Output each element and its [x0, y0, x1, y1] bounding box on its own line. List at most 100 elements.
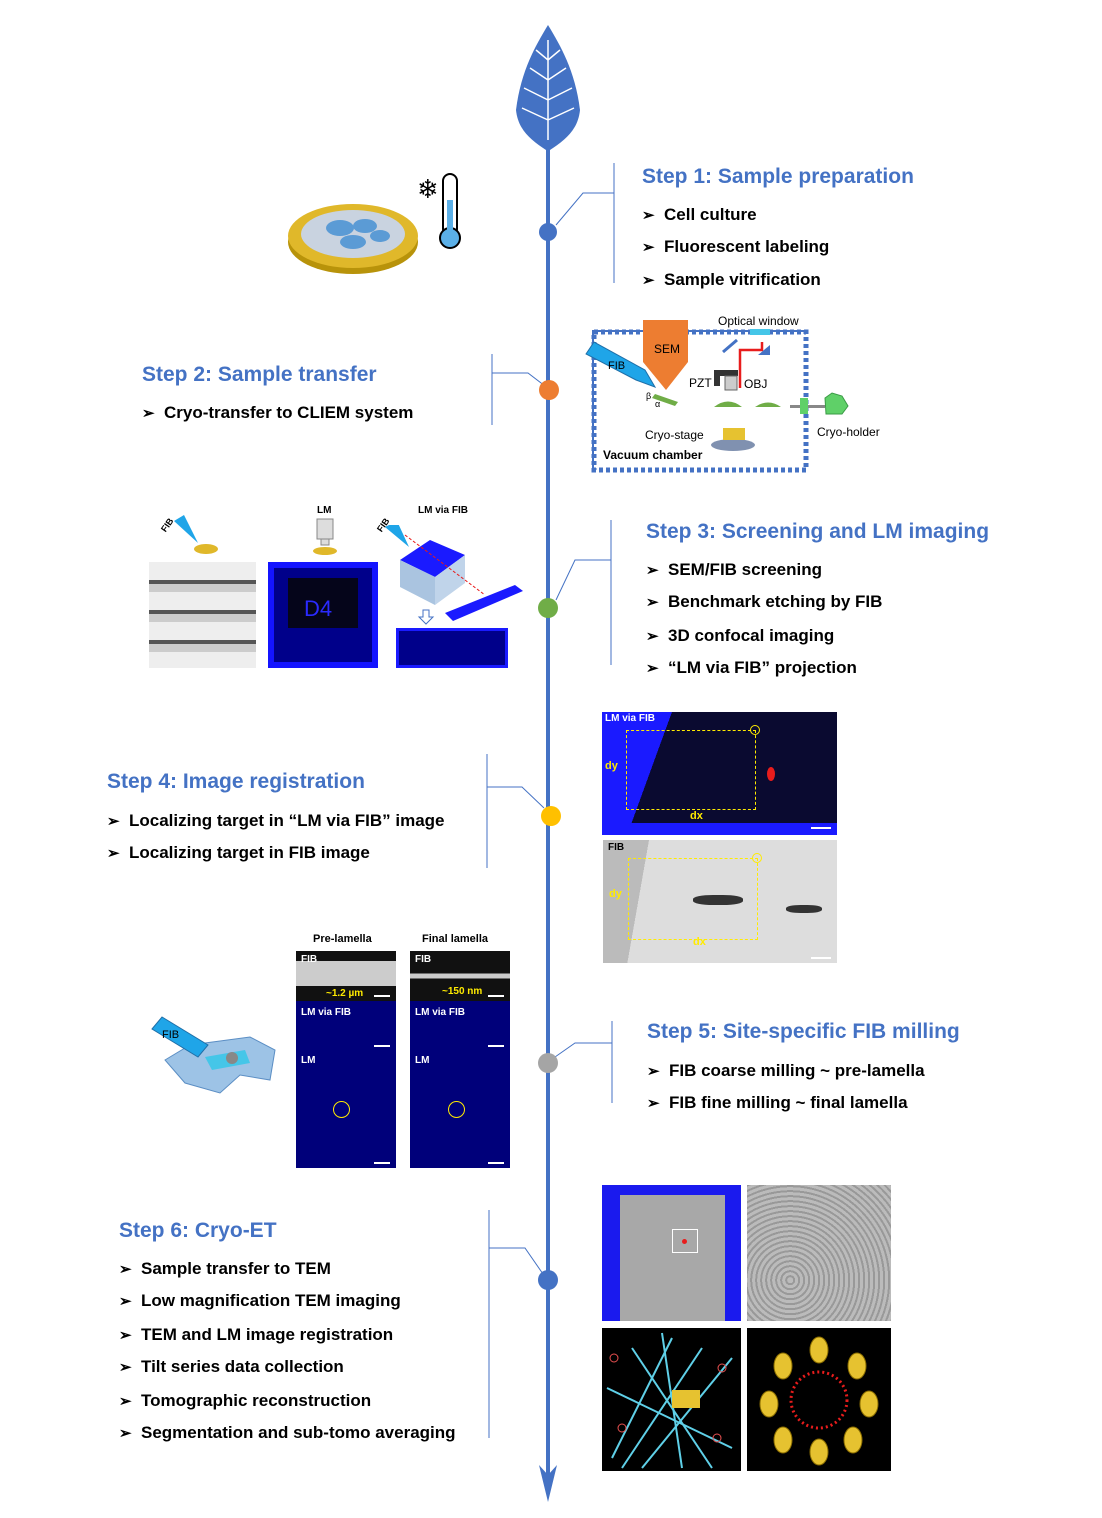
step3-bullet: ➢ SEM/FIB screening [646, 560, 822, 580]
thickness-label: ~150 nm [442, 986, 483, 997]
segmentation-image [602, 1328, 741, 1471]
step3-bullet: ➢ “LM via FIB” projection [646, 658, 857, 678]
step1-bullet: ➢ Cell culture [642, 205, 757, 225]
arrow-bullet-icon: ➢ [119, 1425, 132, 1442]
bullet-text: Low magnification TEM imaging [141, 1291, 401, 1310]
fib-label: FIB [608, 360, 626, 372]
step-brackets [486, 163, 615, 1438]
arrow-bullet-icon: ➢ [107, 845, 120, 862]
node-step5 [538, 1053, 558, 1073]
arrow-bullet-icon: ➢ [642, 239, 655, 256]
step1-bullet: ➢ Sample vitrification [642, 270, 821, 290]
step4-bullet: ➢ Localizing target in FIB image [107, 843, 370, 863]
beta-label: β [646, 391, 652, 401]
bullet-text: Sample vitrification [664, 270, 821, 289]
lm-label: LM [317, 505, 332, 516]
objective-icon [313, 518, 337, 555]
image-label: FIB [608, 842, 625, 853]
node-step4 [541, 806, 561, 826]
alpha-label: α [655, 399, 661, 409]
image-label: LM [415, 1055, 430, 1066]
arrow-bullet-icon: ➢ [647, 1063, 660, 1080]
fib-beam-icon [174, 515, 218, 554]
bullet-text: Cell culture [664, 205, 757, 224]
step3-title: Step 3: Screening and LM imaging [646, 520, 990, 543]
arrow-bullet-icon: ➢ [119, 1359, 132, 1376]
projection-diagram [385, 525, 523, 625]
node-step3 [538, 598, 558, 618]
bullet-text: FIB fine milling ~ final lamella [669, 1093, 908, 1112]
bullet-text: Tomographic reconstruction [141, 1391, 372, 1410]
confocal-grid-image: D4 [268, 562, 378, 668]
image-label: LM via FIB [301, 1007, 352, 1018]
lm-via-fib-label: LM via FIB [418, 505, 469, 516]
step6-title: Step 6: Cryo-ET [119, 1219, 277, 1242]
step6-bullet: ➢Tilt series data collection [119, 1357, 344, 1377]
bullet-text: FIB coarse milling ~ pre-lamella [669, 1061, 925, 1080]
bullet-text: 3D confocal imaging [668, 626, 835, 645]
bullet-text: SEM/FIB screening [668, 560, 822, 579]
arrow-bullet-icon: ➢ [646, 660, 659, 677]
bullet-text: Localizing target in FIB image [129, 843, 370, 862]
bullet-text: “LM via FIB” projection [668, 658, 857, 677]
bullet-text: Segmentation and sub-tomo averaging [141, 1423, 456, 1442]
final-lamella-label: Final lamella [422, 933, 489, 945]
step1-title: Step 1: Sample preparation [642, 165, 914, 188]
node-step6 [538, 1270, 558, 1290]
sem-grid-image [149, 562, 256, 668]
step4-bullet: ➢Localizing target in “LM via FIB” image [107, 811, 445, 831]
step5-bullet: ➢ FIB coarse milling ~ pre-lamella [647, 1061, 925, 1081]
step6-bullet: ➢ Sample transfer to TEM [119, 1259, 331, 1279]
arrow-bullet-icon: ➢ [119, 1293, 132, 1310]
cryo-stage-label: Cryo-stage [645, 428, 704, 442]
node-step2 [539, 380, 559, 400]
tem-low-mag-image [602, 1185, 741, 1321]
fib-registration-image: FIB dy dx [603, 840, 837, 963]
bullet-text: Fluorescent labeling [664, 237, 830, 256]
step6-bullet: ➢ Segmentation and sub-tomo averaging [119, 1423, 456, 1443]
snowflake-thermometer-icon: ❄ [417, 173, 461, 249]
vacuum-chamber-label: Vacuum chamber [603, 448, 703, 462]
step1-bullet: ➢ Fluorescent labeling [642, 237, 829, 257]
pre-lamella-label: Pre-lamella [313, 933, 372, 945]
step6-bullet: ➢ Tomographic reconstruction [119, 1391, 371, 1411]
step6-bullet: ➢TEM and LM image registration [119, 1325, 393, 1345]
tomogram-slice-image [747, 1185, 891, 1321]
lm-via-fib-registration-image: LM via FIB dy dx [602, 712, 837, 835]
arrowhead-icon [539, 1465, 557, 1502]
step2-bullet: ➢Cryo-transfer to CLIEM system [142, 403, 413, 423]
thickness-label: ~1.2 µm [326, 988, 364, 999]
image-label: FIB [301, 954, 318, 965]
arrow-bullet-icon: ➢ [119, 1393, 132, 1410]
arrow-bullet-icon: ➢ [119, 1261, 132, 1278]
sem-label: SEM [654, 342, 681, 356]
arrow-bullet-icon: ➢ [646, 562, 659, 579]
arrow-bullet-icon: ➢ [646, 594, 659, 611]
optical-window-label: Optical window [718, 314, 799, 328]
obj-label: OBJ [744, 377, 768, 391]
dx-label: dx [690, 810, 703, 822]
step2-title: Step 2: Sample transfer [142, 363, 377, 386]
arrow-bullet-icon: ➢ [642, 272, 655, 289]
svg-text:❄: ❄ [417, 175, 439, 205]
cryo-holder-label: Cryo-holder [817, 425, 880, 439]
bullet-text: Benchmark etching by FIB [668, 592, 883, 611]
final-lamella-image: FIB ~150 nm LM via FIB LM [410, 951, 510, 1168]
dx-label: dx [693, 936, 706, 948]
dy-label: dy [605, 760, 618, 772]
fib-label: FIB [162, 1029, 180, 1041]
lm-via-fib-projection-image [396, 628, 508, 668]
step5-title: Step 5: Site-specific FIB milling [647, 1020, 960, 1043]
arrow-bullet-icon: ➢ [647, 1095, 660, 1112]
bullet-text: Sample transfer to TEM [141, 1259, 331, 1278]
pre-lamella-image: FIB ~1.2 µm LM via FIB LM [296, 951, 396, 1168]
arrow-bullet-icon: ➢ [642, 207, 655, 224]
image-label: FIB [415, 954, 432, 965]
grid-label: D4 [304, 596, 333, 621]
arrow-bullet-icon: ➢ [107, 813, 120, 830]
step6-bullet: ➢ Low magnification TEM imaging [119, 1291, 401, 1311]
step5-bullet: ➢ FIB fine milling ~ final lamella [647, 1093, 908, 1113]
arrow-bullet-icon: ➢ [646, 628, 659, 645]
node-step1 [539, 223, 557, 241]
